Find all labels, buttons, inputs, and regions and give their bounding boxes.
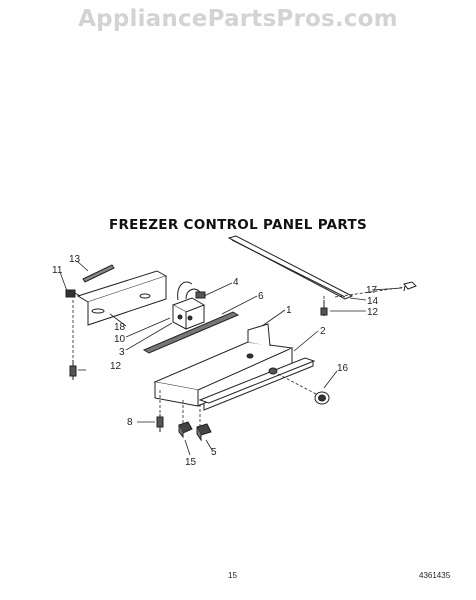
callout-1: 1 (286, 305, 292, 316)
callout-12-right: 12 (367, 307, 379, 318)
clip-11 (65, 289, 81, 298)
callout-5: 5 (211, 447, 217, 458)
callout-11: 11 (52, 265, 63, 276)
callout-3: 3 (119, 347, 125, 358)
callout-15: 15 (185, 457, 197, 468)
callout-12-left: 12 (110, 361, 122, 372)
thermostat-control (171, 281, 206, 330)
light-strip (142, 311, 240, 354)
callout-18: 18 (114, 322, 126, 333)
callout-16: 16 (337, 363, 349, 374)
mounting-bracket (76, 270, 168, 326)
callout-6: 6 (258, 291, 264, 302)
page-number: 15 (228, 571, 237, 580)
callout-4: 4 (233, 277, 239, 288)
watermark: AppliancePartsPros.com (78, 6, 398, 32)
screw-left (69, 360, 77, 380)
callout-14: 14 (367, 296, 379, 307)
callout-8: 8 (127, 417, 133, 428)
screw-8 (156, 414, 164, 432)
diagram-title: FREEZER CONTROL PANEL PARTS (108, 217, 368, 233)
switch-15 (178, 421, 193, 439)
screw-right (320, 300, 328, 316)
callout-17: 17 (366, 285, 378, 296)
callout-2: 2 (320, 326, 326, 337)
wire-connector (195, 291, 206, 299)
switch-5 (196, 423, 212, 442)
callout-13: 13 (69, 254, 81, 265)
part-code: 4361435 (419, 571, 451, 580)
support-rail (227, 235, 354, 300)
control-knob (314, 391, 330, 405)
front-panel (198, 357, 316, 411)
clip-part (403, 281, 417, 292)
sensing-tube (82, 264, 115, 283)
callout-10: 10 (114, 334, 126, 345)
